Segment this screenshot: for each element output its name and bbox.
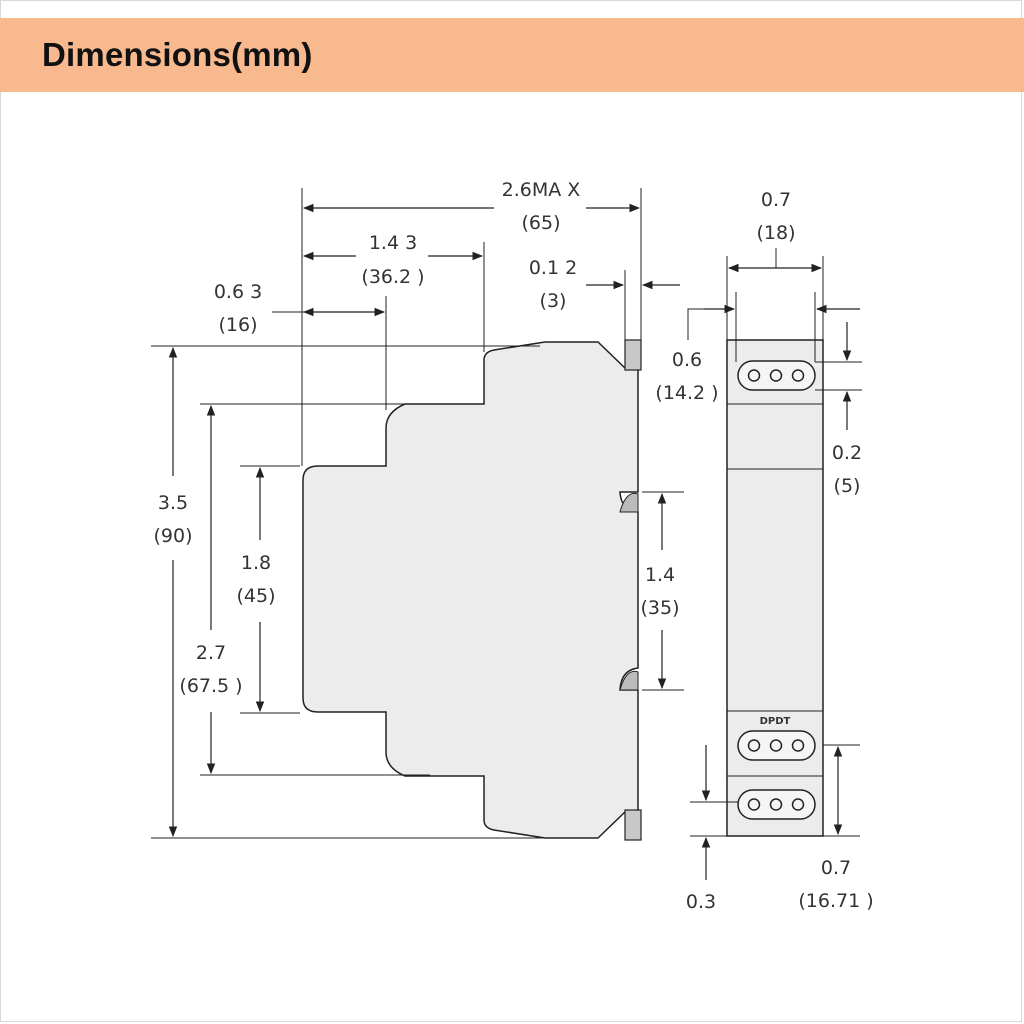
page-title: Dimensions(mm): [42, 36, 313, 73]
dpdt-label: DPDT: [760, 716, 791, 727]
terminal-block-top: [737, 360, 816, 391]
height-3-inch: 1.8: [241, 552, 271, 574]
side-view-body: [302, 341, 639, 839]
bottom-height-inch: 0.7: [821, 857, 851, 879]
depth-1-mm: (36.2 ): [361, 266, 424, 288]
top-clip-tab: [624, 339, 642, 371]
terminal-block-middle: [737, 730, 816, 761]
front-width-mm: (18): [756, 222, 795, 244]
total-depth-inch: 2.6MA X: [502, 179, 581, 201]
rail-notch-bottom: [619, 670, 639, 691]
clip-mm: (3): [540, 290, 567, 312]
inner-width-inch: 0.6: [672, 349, 702, 371]
bottom-gap-inch: 0.3: [686, 891, 716, 913]
header-bar: Dimensions(mm): [0, 18, 1024, 92]
height-total-inch: 3.5: [158, 492, 188, 514]
rail-inch: 1.4: [645, 564, 675, 586]
depth-2-mm: (16): [218, 314, 257, 336]
top-gap-mm: (5): [834, 475, 861, 497]
total-depth-mm: (65): [521, 212, 560, 234]
height-3-mm: (45): [236, 585, 275, 607]
height-total-mm: (90): [153, 525, 192, 547]
depth-1-inch: 1.4 3: [369, 232, 417, 254]
front-width-inch: 0.7: [761, 189, 791, 211]
top-gap-inch: 0.2: [832, 442, 862, 464]
inner-width-mm: (14.2 ): [655, 382, 718, 404]
rail-mm: (35): [640, 597, 679, 619]
height-2-inch: 2.7: [196, 642, 226, 664]
front-view-body: [726, 339, 824, 837]
terminal-block-bottom: [737, 789, 816, 820]
bottom-height-mm: (16.71 ): [798, 890, 873, 912]
rail-notch-top: [619, 492, 639, 513]
bottom-clip-tab: [624, 809, 642, 841]
clip-inch: 0.1 2: [529, 257, 577, 279]
depth-2-inch: 0.6 3: [214, 281, 262, 303]
inner-width-leader: [687, 308, 724, 340]
height-2-mm: (67.5 ): [179, 675, 242, 697]
